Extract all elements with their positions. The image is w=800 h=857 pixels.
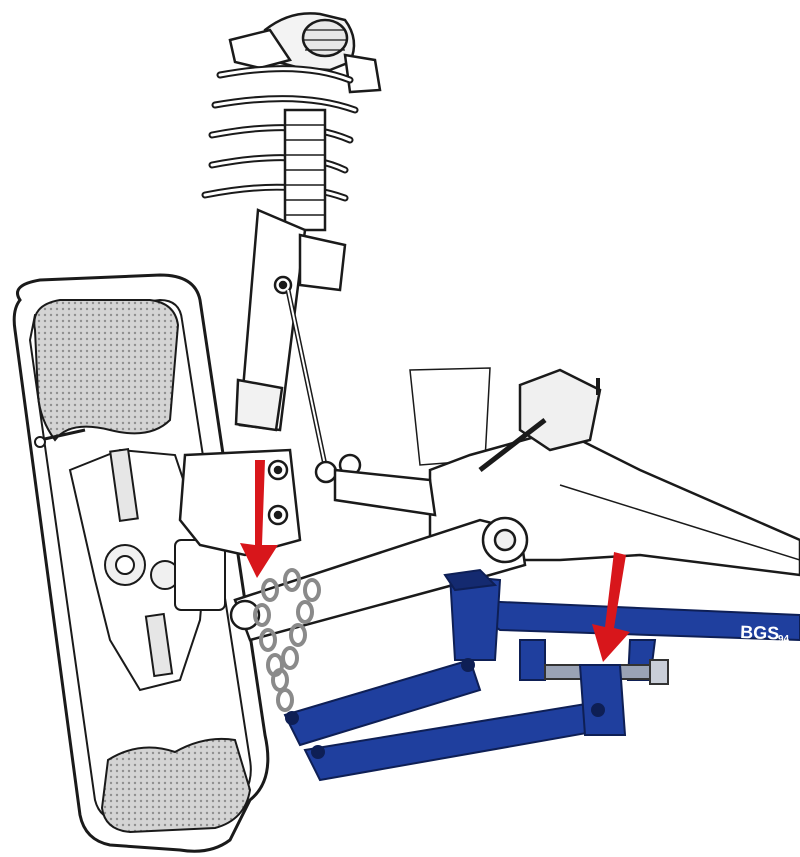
- stabilizer-link: [285, 289, 362, 484]
- lower-control-arm: [229, 516, 529, 642]
- tyre-tread-top: [33, 299, 180, 442]
- steering-knuckle: [178, 448, 302, 557]
- strut-assembly: [201, 12, 382, 432]
- force-arrow-tool: [592, 552, 630, 662]
- ball-joint-separator-tool: [283, 568, 800, 782]
- force-arrow-knuckle: [240, 460, 278, 578]
- tyre-tread-bottom: [100, 737, 252, 834]
- brand-label: BGS: [740, 622, 780, 643]
- part-number-label: 94: [778, 634, 790, 645]
- safety-chain: [253, 568, 321, 712]
